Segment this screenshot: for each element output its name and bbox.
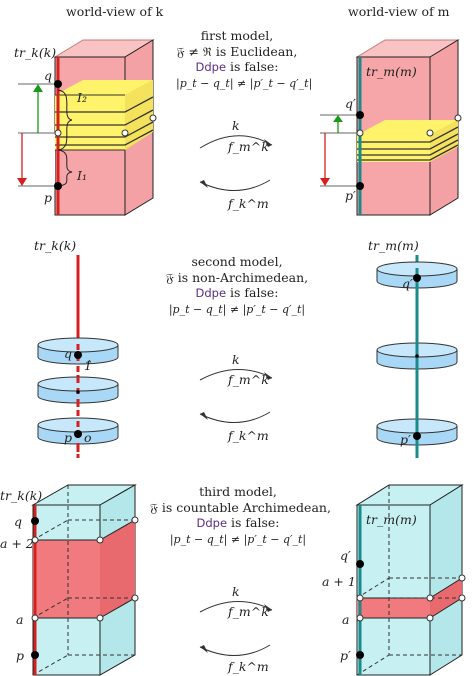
model2-line3-rest: is false: [226, 285, 279, 300]
model2-arrow-top-k: k [232, 352, 240, 367]
model3-pprime-label: p′ [340, 648, 351, 663]
model1-f-top: f_m^k [228, 139, 269, 154]
model2-line1: second model, [191, 254, 283, 269]
model1-I2-label: I₂ [77, 90, 87, 105]
model1-arrow-top-k: k [232, 118, 240, 133]
model2-q-label: q [64, 346, 73, 361]
model3-right-points [356, 560, 466, 659]
model2-f-top: f_m^k [228, 372, 269, 387]
model3-qprime-label: q′ [340, 548, 351, 563]
model2-right-axis-label: tr_m(m) [368, 238, 419, 253]
model1-line3-rest: is false: [226, 59, 279, 74]
model1-pprime-label: p′ [345, 188, 356, 203]
model3-a-plus-2-label: a + 2 [0, 536, 34, 551]
model3-left-points [31, 516, 139, 659]
model3-ddpe-term: Ddpe [196, 516, 228, 530]
model1-right-axis-label: tr_m(m) [366, 64, 417, 79]
model3-description: third model, 𝔉 is countable Archimedean,… [150, 484, 331, 547]
model2-description: second model, 𝔉 is non-Archimedean, Ddpe… [164, 254, 310, 317]
model1-I1-label: I₁ [77, 168, 87, 183]
model1-line2: 𝔉 ≠ ℜ is Euclidean, [176, 43, 298, 59]
model2-line4: |p_t − q_t| ≠ |p′_t − q′_t| [168, 302, 306, 316]
model3-right-axis-label: tr_m(m) [366, 512, 417, 527]
model1-line3: Ddpe is false: [176, 59, 298, 76]
model3-a-plus-1-label: a + 1 [322, 574, 356, 589]
model3-line4: |p_t − q_t| ≠ |p′_t − q′_t| [169, 532, 307, 546]
model1-line1: first model, [200, 28, 274, 43]
model1-right-markers [320, 111, 462, 190]
model2-ddpe-term: Ddpe [195, 286, 227, 300]
model2-p-label: p [64, 430, 73, 445]
header-left: world-view of k [66, 4, 164, 19]
model3-f-top: f_m^k [228, 604, 269, 619]
model2-line2: 𝔉 is non-Archimedean, [165, 269, 309, 285]
model3-q-label: q [14, 514, 23, 529]
model3-left-axis-label: tr_k(k) [0, 488, 43, 503]
model1-map-arrows [199, 135, 273, 191]
model3-line2: 𝔉 is countable Archimedean, [150, 499, 331, 515]
model1-left-markers [17, 80, 157, 190]
model2-pprime-label: p′ [400, 432, 411, 447]
model3-line3: Ddpe is false: [150, 515, 326, 532]
model2-qprime-label: q′ [402, 276, 413, 291]
model2-map-arrows [199, 369, 273, 423]
model1-line4: |p_t − q_t| ≠ |p′_t − q′_t| [176, 76, 313, 90]
model2-o-label: o [84, 430, 92, 445]
model3-line1: third model, [199, 484, 277, 499]
model3-p-label: p [16, 648, 25, 663]
model3-line3-rest: is false: [227, 515, 280, 530]
model2-left-axis-label: tr_k(k) [34, 238, 77, 253]
model2-right-points [413, 274, 421, 440]
model1-p-label: p [44, 190, 53, 205]
model1-ddpe-term: Ddpe [195, 60, 227, 74]
model1-left-axis-label: tr_k(k) [14, 45, 57, 60]
model1-qprime-label: q′ [345, 96, 356, 111]
model2-line3: Ddpe is false: [164, 285, 310, 302]
model1-f-bottom: f_k^m [228, 196, 269, 211]
model1-q-label: q [44, 68, 53, 83]
model3-map-arrows [199, 601, 273, 656]
model3-a-right-label: a [342, 612, 350, 627]
header-right: world-view of m [348, 4, 450, 19]
model2-left-points [74, 351, 82, 438]
model3-left-box [31, 484, 137, 676]
model3-a-label: a [16, 612, 24, 627]
model3-right-box [355, 484, 464, 676]
model3-f-bottom: f_k^m [228, 659, 269, 674]
model2-one-label: 1̂ [84, 358, 92, 373]
model1-description: first model, 𝔉 ≠ ℜ is Euclidean, Ddpe is… [176, 28, 313, 91]
model2-f-bottom: f_k^m [228, 428, 269, 443]
model3-arrow-top-k: k [232, 584, 240, 599]
model1-right-box [355, 39, 460, 216]
